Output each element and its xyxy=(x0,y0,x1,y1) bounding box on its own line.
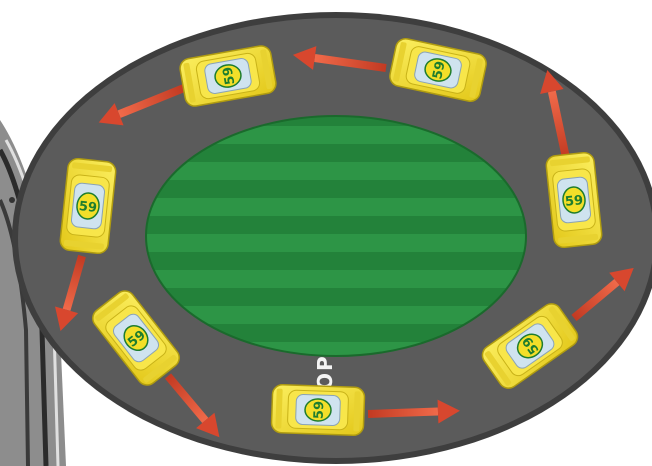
svg-text:59: 59 xyxy=(430,60,448,81)
race-car: 59 xyxy=(270,383,366,437)
svg-text:59: 59 xyxy=(221,66,239,86)
infield-grass xyxy=(145,115,527,357)
race-car: 59 xyxy=(544,150,604,250)
race-car: 59 xyxy=(58,156,118,256)
race-car: 59 xyxy=(177,43,279,109)
race-car: 59 xyxy=(477,299,583,393)
arrow-icon xyxy=(55,254,86,331)
direction-arrows xyxy=(55,46,634,438)
arrow-icon xyxy=(367,399,460,424)
svg-text:59: 59 xyxy=(312,401,328,420)
race-car: 59 xyxy=(387,36,489,104)
arrow-icon xyxy=(540,69,570,159)
arrow-icon xyxy=(98,84,186,126)
race-cars: 59 59 59 59 59 59 59 xyxy=(58,36,604,437)
svg-text:59: 59 xyxy=(564,193,584,210)
arrow-icon xyxy=(292,46,387,72)
race-car: 59 xyxy=(88,286,184,390)
arrow-icon xyxy=(164,373,220,438)
svg-text:59: 59 xyxy=(78,199,98,216)
arrow-icon xyxy=(571,267,634,322)
